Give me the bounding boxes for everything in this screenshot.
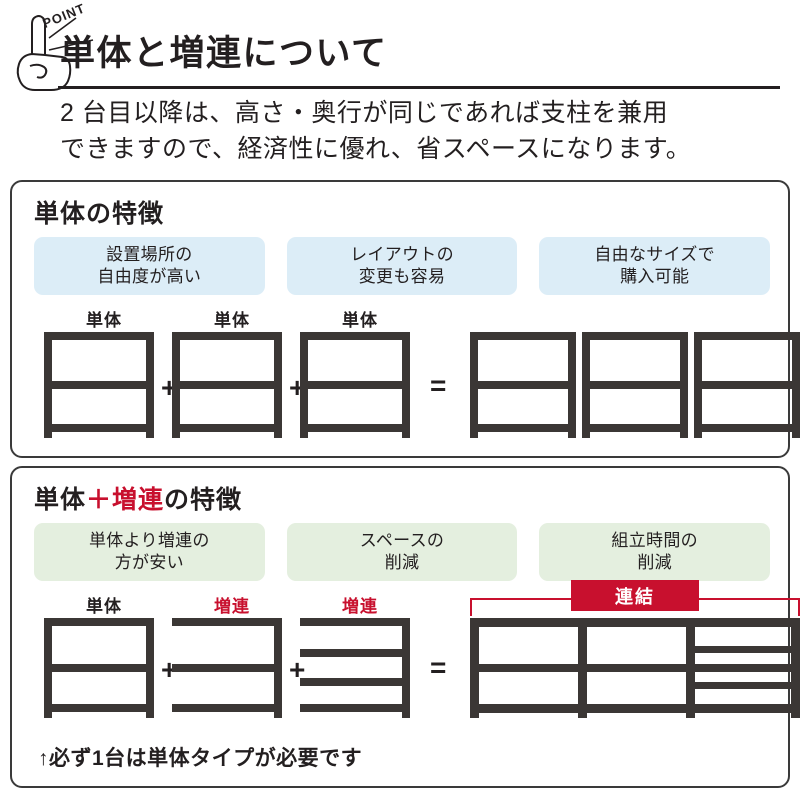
feature-pill-line1: 単体より増連の — [88, 530, 210, 550]
feature-pill: 組立時間の 削減 — [539, 523, 771, 581]
panel-single-features: 単体の特徴 設置場所の 自由度が高い レイアウトの 変更も容易 自由なサイズで … — [10, 180, 800, 458]
lead-line-2: できますので、経済性に優れ、省スペースになります。 — [60, 134, 692, 163]
feature-pill-line2: 削減 — [637, 553, 672, 572]
panel-combo-title-part2: 増連 — [112, 486, 165, 514]
panel-combo-features: 単体＋増連の特徴 単体より増連の 方が安い スペースの 削減 組立時間の 削減 … — [10, 466, 800, 788]
feature-pill: スペースの 削減 — [286, 523, 518, 581]
unit-label-standalone: 単体 — [86, 597, 122, 616]
feature-pill-line1: 組立時間の — [611, 530, 698, 550]
shelf-unit-standalone — [44, 332, 154, 438]
panel-combo-title: 単体＋増連の特徴 — [34, 480, 242, 516]
panel-combo-title-part3: の特徴 — [164, 486, 243, 514]
feature-pill: 設置場所の 自由度が高い — [34, 237, 265, 295]
feature-pill-line1: 自由なサイズで — [594, 244, 715, 264]
feature-pill: レイアウトの 変更も容易 — [286, 237, 518, 295]
feature-pill-line2: 変更も容易 — [358, 267, 446, 286]
shelf-result-bay — [470, 332, 576, 438]
shelf-unit-standalone — [172, 332, 282, 438]
feature-pill-line1: 設置場所の — [106, 244, 193, 264]
shelf-unit-standalone — [44, 618, 154, 718]
feature-pill-line2: 購入可能 — [620, 267, 690, 286]
page-header: POINT 単体と増連について 2 台目以降は、高さ・奥行が同じであれば支柱を兼… — [0, 0, 800, 175]
page-title: 単体と増連について — [60, 34, 388, 73]
shelf-result-connected — [470, 618, 800, 718]
feature-pill-line2: 方が安い — [114, 553, 184, 572]
panel-single-title: 単体の特徴 — [34, 200, 165, 228]
panel-combo-title-plus: ＋ — [86, 486, 113, 514]
feature-pill-line2: 削減 — [384, 553, 420, 572]
shelf-result-bay — [694, 332, 800, 438]
shelf-unit-standalone — [300, 332, 410, 438]
operator-plus: + — [289, 654, 306, 685]
unit-label-standalone: 単体 — [214, 311, 250, 330]
unit-label-addon: 増連 — [214, 597, 250, 616]
feature-pill-line2: 自由度が高い — [97, 267, 202, 286]
panel-single-pill-row: 設置場所の 自由度が高い レイアウトの 変更も容易 自由なサイズで 購入可能 — [34, 237, 771, 295]
footnote-text: ↑必ず1台は単体タイプが必要です — [38, 747, 363, 770]
feature-pill-line1: レイアウトの — [350, 244, 454, 264]
feature-pill: 単体より増連の 方が安い — [34, 523, 265, 581]
title-underline — [58, 86, 780, 89]
unit-label-standalone: 単体 — [342, 311, 378, 330]
shelf-unit-addon — [172, 618, 282, 718]
connect-bracket: 連結 — [470, 580, 800, 616]
operator-equals: = — [430, 370, 447, 401]
combo-equation-diagram: 単体 増連 増連 + + = — [30, 580, 800, 724]
shelf-unit-addon — [300, 618, 410, 718]
panel-combo-pill-row: 単体より増連の 方が安い スペースの 削減 組立時間の 削減 — [34, 523, 771, 581]
operator-plus: + — [161, 654, 178, 685]
shelf-result-bay — [582, 332, 688, 438]
lead-paragraph: 2 台目以降は、高さ・奥行が同じであれば支柱を兼用 できますので、経済性に優れ、… — [60, 96, 780, 167]
connect-badge: 連結 — [571, 580, 699, 611]
pointing-hand-icon — [8, 10, 113, 98]
feature-pill: 自由なサイズで 購入可能 — [539, 237, 771, 295]
single-equation-diagram: 単体 単体 単体 + + = — [30, 308, 800, 448]
operator-equals: = — [430, 652, 447, 683]
lead-line-1: 2 台目以降は、高さ・奥行が同じであれば支柱を兼用 — [60, 99, 669, 127]
unit-label-standalone: 単体 — [86, 311, 122, 330]
unit-label-addon: 増連 — [342, 597, 378, 616]
feature-pill-line1: スペースの — [359, 530, 445, 550]
panel-combo-title-part1: 単体 — [34, 486, 87, 514]
